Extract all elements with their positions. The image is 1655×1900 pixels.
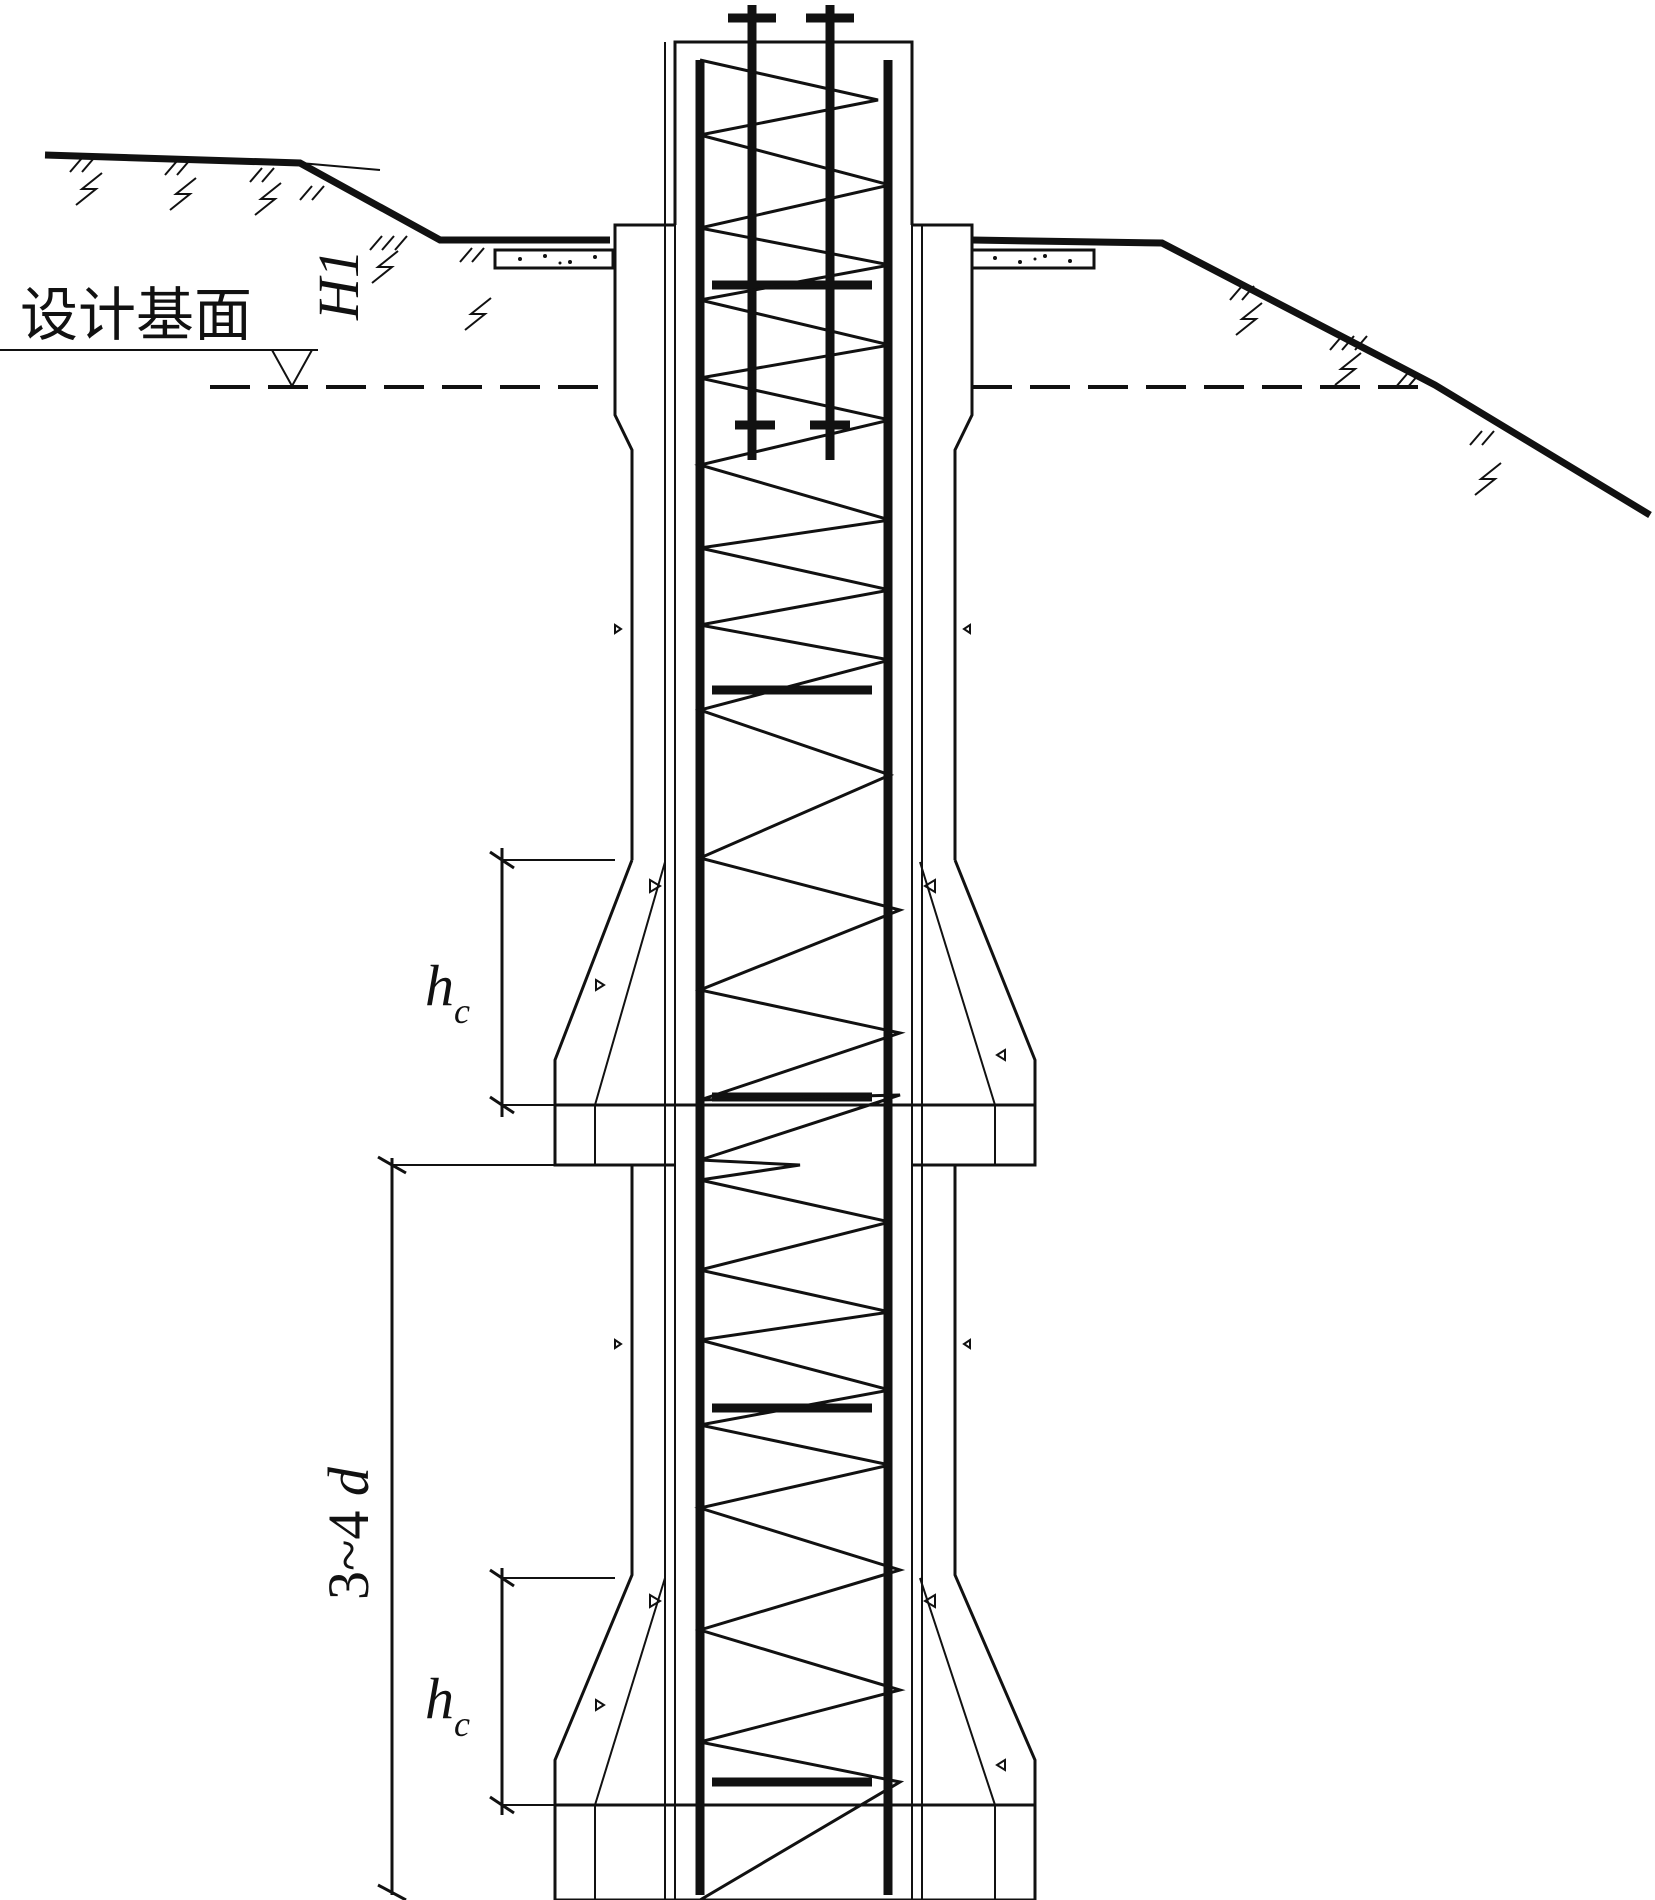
hc-upper-main: h [425, 953, 454, 1018]
segment-length-var: d [316, 1466, 381, 1496]
design-base-line [0, 349, 1440, 389]
dimension-hc-upper [489, 848, 615, 1117]
ground-right [970, 236, 1652, 518]
h1-label: H1 [306, 249, 371, 321]
hc-upper-sub: c [454, 991, 470, 1031]
hc-upper-label: hc [425, 953, 470, 1031]
segment-length-label: 3~4 d [316, 1466, 381, 1600]
hc-lower-label: hc [425, 1666, 470, 1744]
design-base-label: 设计基面 [20, 281, 252, 349]
hc-lower-sub: c [454, 1704, 470, 1744]
dimension-hc-lower [489, 1568, 615, 1815]
reinforcement-cage [694, 5, 906, 1900]
concrete-aggregate-marks [595, 623, 1006, 1772]
ground-left [44, 151, 615, 331]
pile-outline [553, 40, 1037, 1900]
hc-lower-main: h [425, 1666, 454, 1731]
segment-length-num: 3~4 [316, 1496, 381, 1600]
dimension-segment-length [377, 1155, 555, 1900]
